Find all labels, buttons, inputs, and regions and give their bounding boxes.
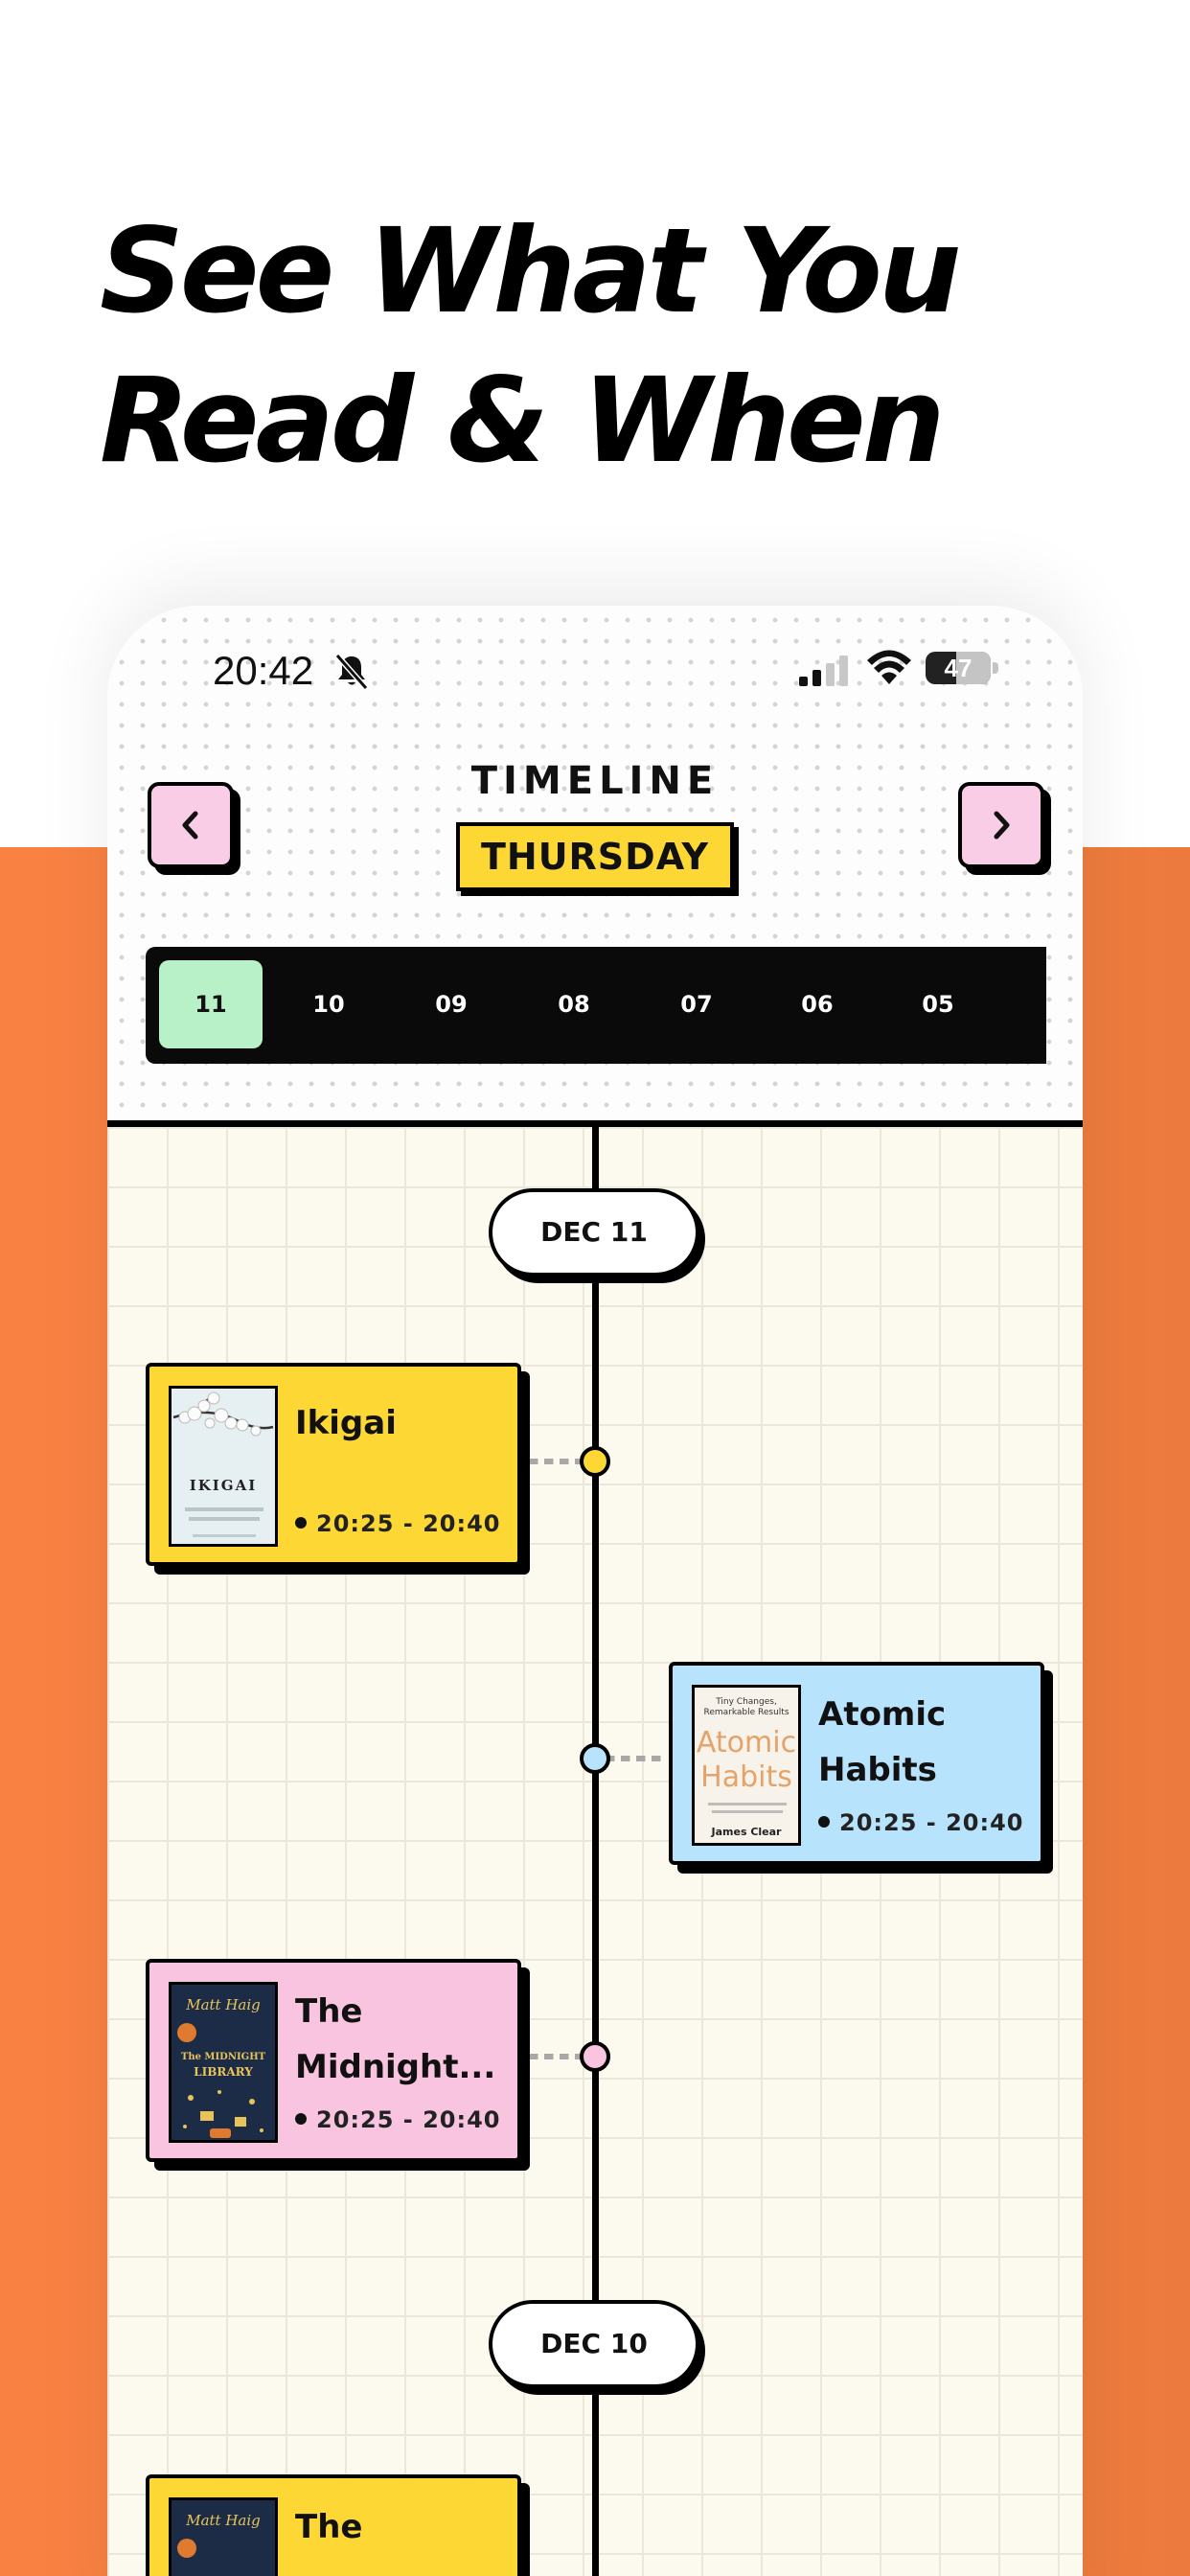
date-selector: 11 10 09 08 07 06 05 — [146, 947, 1046, 1064]
battery-level: 47 — [944, 654, 973, 682]
day-badge: THURSDAY — [456, 822, 734, 891]
book-title: The — [295, 2508, 363, 2546]
headline-line-1: See What You — [100, 203, 962, 339]
cover-title: IKIGAI — [189, 1477, 258, 1494]
timeline-dot — [580, 1743, 610, 1774]
date-group-label: DEC 10 — [489, 2300, 699, 2388]
timeline-dot — [580, 1446, 610, 1477]
date-item-06[interactable]: 06 — [801, 991, 834, 1018]
timeline-dot — [580, 2041, 610, 2072]
reading-time: 20:25 - 20:40 — [295, 2106, 500, 2133]
battery-icon: 47 — [926, 652, 998, 686]
headline: See What You Read & When — [100, 196, 1096, 495]
reading-time: 20:25 - 20:40 — [295, 1510, 500, 1537]
reading-card-midnight-library-2[interactable]: Matt Haig The — [146, 2474, 521, 2576]
book-title-line-1: The — [295, 1992, 363, 2031]
date-item-07[interactable]: 07 — [680, 991, 713, 1018]
chevron-left-icon — [182, 811, 198, 840]
date-item-08[interactable]: 08 — [558, 991, 590, 1018]
book-title: Atomic Habits — [818, 1687, 1039, 1798]
date-item-10[interactable]: 10 — [312, 991, 345, 1018]
cover-author: Matt Haig — [186, 2512, 261, 2529]
page-title: TIMELINE — [470, 759, 720, 803]
cover-title-1: The MIDNIGHT — [180, 2052, 266, 2062]
book-cover: Matt Haig The MIDNIGHT LIBRARY — [169, 1982, 278, 2143]
bell-muted-icon — [334, 654, 369, 690]
date-item-11[interactable]: 11 — [159, 960, 263, 1048]
book-cover: Matt Haig — [169, 2497, 278, 2576]
chevron-right-icon — [994, 811, 1010, 840]
connector — [606, 1756, 667, 1761]
reading-card-midnight-library[interactable]: Matt Haig The MIDNIGHT LIBRARY The Midni… — [146, 1959, 521, 2162]
book-title-line-2: Habits — [818, 1751, 937, 1789]
previous-day-button[interactable] — [148, 782, 234, 868]
date-item-05[interactable]: 05 — [922, 991, 954, 1018]
cover-title-1: Atomic — [696, 1726, 797, 1760]
cover-illustration-icon — [183, 2090, 263, 2138]
book-title-line-1: Atomic — [818, 1695, 947, 1734]
book-title: Ikigai — [295, 1404, 397, 1442]
cover-tagline: Tiny Changes, Remarkable Results — [703, 1697, 790, 1717]
headline-line-2: Read & When — [100, 353, 946, 489]
reading-card-atomic-habits[interactable]: Tiny Changes, Remarkable Results Atomic … — [669, 1662, 1044, 1865]
status-time: 20:42 — [213, 648, 314, 693]
book-cover: Tiny Changes, Remarkable Results Atomic … — [692, 1685, 801, 1846]
timeline-header: 20:42 47 — [107, 606, 1083, 1127]
book-cover: IKIGAI — [169, 1386, 278, 1547]
next-day-button[interactable] — [958, 782, 1044, 868]
book-title-line-2: Midnight... — [295, 2048, 496, 2086]
cover-author: Matt Haig — [186, 1996, 261, 2013]
cover-author: James Clear — [711, 1826, 782, 1838]
date-group-label: DEC 11 — [489, 1188, 699, 1276]
connector — [529, 2054, 586, 2059]
timeline-line — [592, 1127, 599, 2576]
reading-card-ikigai[interactable]: IKIGAI Ikigai 20:25 - 20:40 — [146, 1363, 521, 1566]
wifi-icon — [867, 650, 911, 684]
date-item-09[interactable]: 09 — [435, 991, 468, 1018]
cherry-branch-icon — [172, 1392, 274, 1437]
cover-title-2: LIBRARY — [194, 2065, 253, 2079]
phone-screen: 20:42 47 — [107, 606, 1083, 2576]
connector — [529, 1459, 586, 1464]
cellular-signal-icon — [799, 656, 848, 686]
book-title: The Midnight... — [295, 1984, 515, 2095]
cover-title-2: Habits — [700, 1760, 792, 1794]
reading-time: 20:25 - 20:40 — [818, 1809, 1023, 1836]
timeline: DEC 11 IKIGAI Ikigai — [107, 1127, 1083, 2576]
